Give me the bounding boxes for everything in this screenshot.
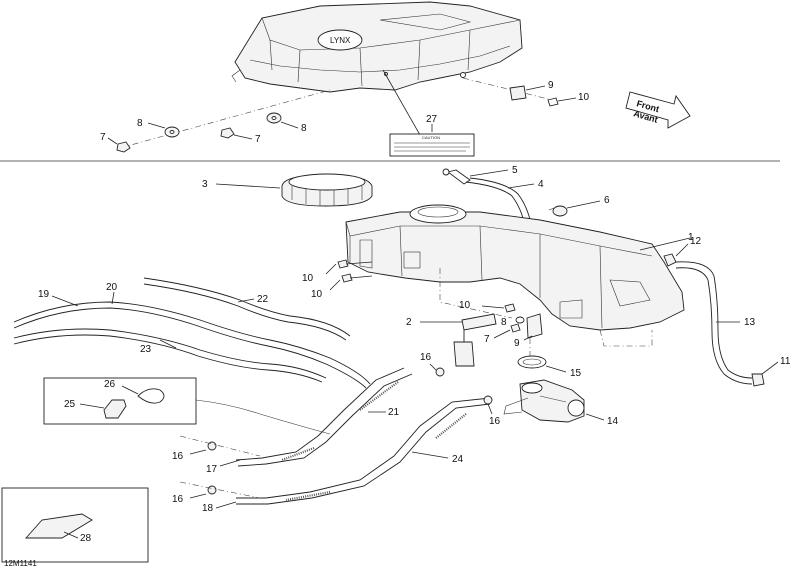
callout-11: 11 xyxy=(780,356,791,367)
callout-25: 25 xyxy=(64,399,76,410)
callout-23: 23 xyxy=(140,344,152,355)
callout-16-right: 16 xyxy=(489,416,501,427)
callout-26: 26 xyxy=(104,379,116,390)
callout-9-top: 9 xyxy=(548,80,554,91)
washer-8-pump: 8 xyxy=(501,316,525,328)
callout-10-b: 10 xyxy=(311,289,323,300)
fuel-sensor-2: 2 xyxy=(406,313,497,367)
hose-18-callout: 18 xyxy=(202,501,237,514)
bracket-9-pump: 9 xyxy=(514,313,543,349)
screw-10-top: 10 xyxy=(547,92,590,107)
pad-9-top: 9 xyxy=(509,80,554,101)
callout-12: 12 xyxy=(690,236,702,247)
filler-cap-3: 3 xyxy=(202,173,373,207)
callout-18: 18 xyxy=(202,503,214,514)
centerline-tank xyxy=(439,268,513,319)
screw-10-b: 10 xyxy=(311,273,373,300)
callout-9-pump: 9 xyxy=(514,338,520,349)
washer-8-right: 8 xyxy=(266,112,307,134)
inset-box-28: 28 xyxy=(1,487,149,563)
callout-14: 14 xyxy=(607,416,619,427)
hose-21: 21 xyxy=(235,367,413,467)
callout-13: 13 xyxy=(744,317,756,328)
callout-7-left: 7 xyxy=(100,132,106,143)
callout-16-low: 16 xyxy=(172,494,184,505)
clamp-16-right: 16 xyxy=(483,395,501,427)
callout-20: 20 xyxy=(106,282,118,293)
hose-13: 13 xyxy=(675,261,756,385)
hose-23: 23 xyxy=(13,328,327,383)
screw-10-a: 10 xyxy=(302,259,373,284)
nut-7-left: 7 xyxy=(100,132,131,153)
clamp-6: 6 xyxy=(548,195,610,217)
callout-28: 28 xyxy=(80,533,92,544)
callout-8-left: 8 xyxy=(137,118,143,129)
callout-10-c: 10 xyxy=(459,300,471,311)
callout-7-pump: 7 xyxy=(484,334,490,345)
callout-19: 19 xyxy=(38,289,50,300)
callout-3: 3 xyxy=(202,179,208,190)
screw-10-c: 10 xyxy=(459,300,516,313)
vent-valve-5: 5 xyxy=(442,165,518,185)
callout-17: 17 xyxy=(206,464,218,475)
caution-title: CAUTION xyxy=(422,135,440,140)
clamp-16-mid: 16 xyxy=(172,435,261,462)
callout-10-a: 10 xyxy=(302,273,314,284)
callout-24: 24 xyxy=(452,454,464,465)
caution-label-27: 27 CAUTION xyxy=(382,69,475,157)
drawing-code: 12M1141 xyxy=(4,559,37,568)
callout-16-top: 16 xyxy=(420,352,432,363)
nut-7-pump: 7 xyxy=(484,323,521,345)
fuel-tank-1: 1 xyxy=(345,204,694,331)
hose-24: 24 xyxy=(236,397,491,505)
callout-15: 15 xyxy=(570,368,582,379)
tank-top-view: LYNX xyxy=(231,1,523,93)
callout-4: 4 xyxy=(538,179,544,190)
clamp-16-low: 16 xyxy=(172,481,261,505)
callout-27: 27 xyxy=(426,114,438,125)
callout-21: 21 xyxy=(388,407,400,418)
callout-1: 1 xyxy=(688,232,694,243)
callout-8-pump: 8 xyxy=(501,317,507,328)
hose-20: 20 xyxy=(13,282,371,389)
callout-6: 6 xyxy=(604,195,610,206)
callout-16-mid: 16 xyxy=(172,451,184,462)
clamp-16-top: 16 xyxy=(420,352,445,377)
clamp-11: 11 xyxy=(751,356,791,387)
callout-8-right: 8 xyxy=(301,123,307,134)
nut-7-mid: 7 xyxy=(220,127,261,145)
hose-22: 22 xyxy=(143,277,351,341)
centerline-top xyxy=(119,89,331,149)
tank-badge: LYNX xyxy=(330,36,351,45)
callout-22: 22 xyxy=(257,294,269,305)
hose-19: 19 xyxy=(38,289,79,307)
fuel-pump-14: 14 xyxy=(503,379,619,427)
hose-17-callout: 17 xyxy=(206,459,241,475)
gasket-15: 15 xyxy=(517,355,582,379)
washer-8-left: 8 xyxy=(137,118,180,138)
centerline-tank-right xyxy=(599,329,653,347)
callout-5: 5 xyxy=(512,165,518,176)
inset-box-25-26: 25 26 xyxy=(43,377,331,435)
front-direction-arrow: Front Avant xyxy=(625,91,691,129)
callout-2: 2 xyxy=(406,317,412,328)
callout-7-mid: 7 xyxy=(255,134,261,145)
callout-10-top: 10 xyxy=(578,92,590,103)
